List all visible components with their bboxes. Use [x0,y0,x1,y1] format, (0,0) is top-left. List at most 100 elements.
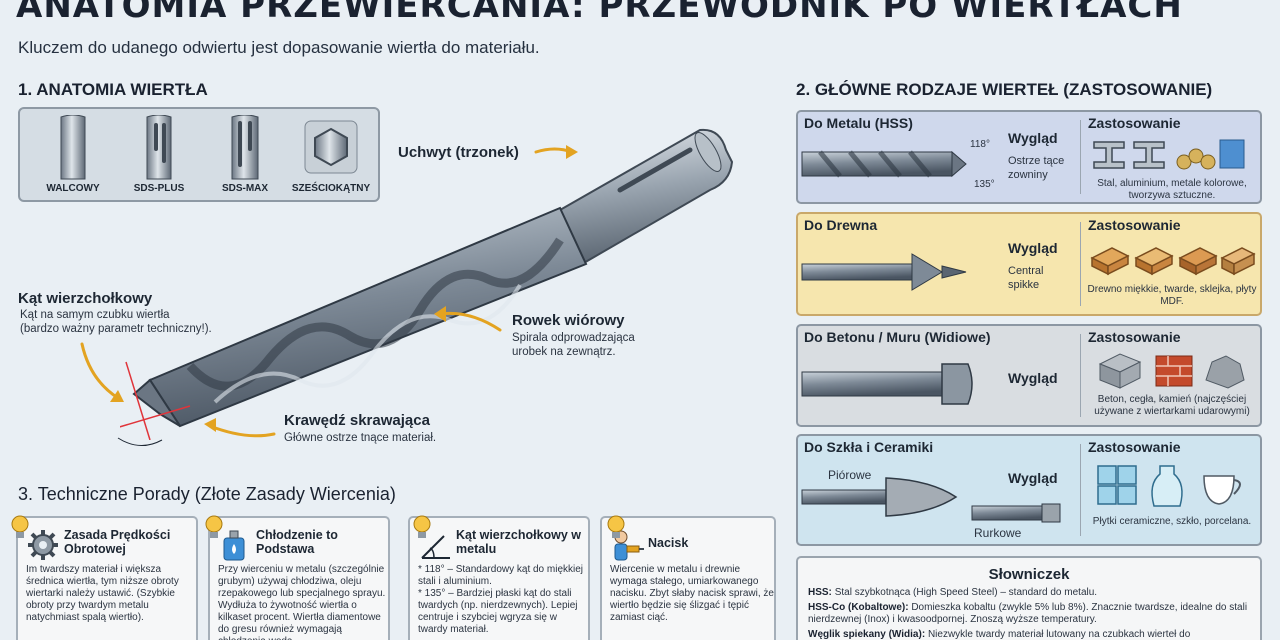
hex-shank-icon [304,120,358,174]
callout-tip-angle-title: Kąt wierzchołkowy [18,290,153,307]
section-anatomy-title: 1. ANATOMIA WIERTŁA [18,80,208,99]
panel-concrete-use-desc: Beton, cegła, kamień (najczęściej używan… [1094,394,1250,417]
cylindrical-shank-icon [60,115,86,180]
shank-types-box: WALCOWY SDS-PLUS SDS-MAX SZEŚCIOKĄTNY [18,107,380,202]
panel-divider [1080,120,1081,194]
panel-divider [1080,222,1081,306]
shank-sds-max: SDS-MAX [204,115,286,201]
section-tips-title: 3. Techniczne Porady (Złote Zasady Wierc… [18,484,396,504]
panel-concrete: Do Betonu / Muru (Widiowe) Wygląd Zastos… [796,324,1262,427]
glossary-def: Domieszka kobaltu (zwykle 5% lub 8%). Zn… [808,602,1248,625]
panel-wood-look-label: Wygląd [1008,240,1058,256]
callout-shank-title: Uchwyt (trzonek) [398,144,519,161]
wood-materials-icon [1090,247,1256,276]
wood-drill-icon [801,253,967,291]
callout-flute-line1: Spirala odprowadzająca [512,332,635,344]
panel-metal-name: Do Metalu (HSS) [804,115,913,131]
tip-card-rpm: Zasada Prędkości Obrotowej Im twardszy m… [16,516,198,640]
section-types-title: 2. GŁÓWNE RODZAJE WIERTEŁ (ZASTOSOWANIE) [796,80,1213,99]
panel-wood: Do Drewna Wygląd Central spikke Zastosow… [796,212,1262,316]
callout-tip-angle-line1: Kąt na samym czubku wiertła [20,309,170,321]
callout-cutting-edge-line1: Główne ostrze tnące materiał. [284,432,437,444]
metal-materials-icon [1093,139,1245,170]
callout-flute-line2: urobek na zewnątrz. [512,346,616,358]
glossary-entry: HSS: Stal szybkotnąca (High Speed Steel)… [808,587,1250,599]
tip-angle-text: * 118° – Standardowy kąt do miękkiej sta… [418,564,584,635]
lightbulb-icon [205,515,223,538]
tip-pressure-text: Wiercenie w metalu i drewnie wymaga stał… [610,564,774,623]
panel-concrete-use-label: Zastosowanie [1088,329,1181,345]
panel-glass-name: Do Szkła i Ceramiki [804,439,934,455]
glossary-box: Słowniczek HSS: Stal szybkotnąca (High S… [796,556,1262,640]
glass-materials-icon [1097,465,1241,507]
sds-max-shank-icon [231,115,259,180]
panel-divider [1080,334,1081,417]
panel-metal-use-desc: Stal, aluminium, metale kolorowe, tworzy… [1097,178,1247,201]
panel-metal: Do Metalu (HSS) 118° 135° Wygląd Ostrze … [796,110,1262,204]
panel-wood-use-desc: Drewno miękkie, twarde, sklejka, płyty M… [1087,284,1257,307]
panel-glass-use-label: Zastosowanie [1088,439,1181,455]
coolant-bottle-icon [223,530,245,561]
panel-concrete-name: Do Betonu / Muru (Widiowe) [804,329,991,345]
glossary-term: Węglik spiekany (Widia): [808,629,926,640]
tip-pressure-head: Nacisk [648,536,689,550]
metal-drill-icon [801,150,967,178]
panel-metal-look-desc-1: Ostrze tące [1008,155,1065,167]
panel-wood-use-label: Zastosowanie [1088,217,1181,233]
panel-wood-name: Do Drewna [804,217,878,233]
metal-angle-135: 135° [974,179,995,190]
concrete-drill-icon [801,363,973,405]
tip-angle-head: Kąt wierzchołkowy w metalu [456,528,582,556]
panel-metal-look-label: Wygląd [1008,130,1058,146]
shank-hex: SZEŚCIOKĄTNY [290,115,372,201]
panel-divider [1080,444,1081,536]
shank-label: SDS-PLUS [133,183,185,194]
glossary-def: Stal szybkotnąca (High Speed Steel) – st… [834,587,1098,598]
glossary-def: Niezwykle twardy materiał lutowany na cz… [927,629,1191,640]
gear-icon [28,530,58,560]
lightbulb-icon [607,515,625,538]
sds-plus-shank-icon [146,115,172,180]
concrete-materials-icon [1098,353,1245,389]
glossary-entry: Węglik spiekany (Widia): Niezwykle tward… [808,629,1250,640]
panel-metal-use-label: Zastosowanie [1088,115,1181,131]
drill-bit-illustration [120,128,734,440]
panel-glass-use-desc: Płytki ceramiczne, szkło, porcelana. [1092,516,1252,527]
shank-label: SDS-MAX [221,183,269,194]
tip-card-cooling: Chłodzenie to Podstawa Przy wierceniu w … [208,516,390,640]
glossary-title: Słowniczek [988,566,1070,583]
glass-tube-drill-icon [971,503,1061,523]
angle-icon [421,535,450,559]
lightbulb-icon [11,515,29,538]
tip-cooling-head: Chłodzenie to Podstawa [256,528,338,556]
shank-cylindrical: WALCOWY [32,115,114,201]
tip-card-pressure: Nacisk Wiercenie w metalu i drewnie wyma… [600,516,776,640]
callout-cutting-edge-title: Krawędź skrawająca [284,412,430,429]
lightbulb-icon [413,515,431,538]
glass-spear-drill-icon [801,477,958,517]
page-title: ANATOMIA PRZEWIERCANIA: PRZEWODNIK PO WI… [16,0,1183,26]
shank-label: WALCOWY [46,183,100,194]
panel-wood-look-desc-2: spikke [1008,279,1040,291]
panel-glass-look-label: Wygląd [1008,470,1058,486]
glass-sub-label-tube: Rurkowe [974,526,1022,540]
shank-sds-plus: SDS-PLUS [118,115,200,201]
panel-metal-look-desc-2: zowniny [1008,169,1048,181]
tip-rpm-head: Zasada Prędkości Obrotowej [64,528,171,556]
tip-rpm-text: Im twardszy materiał i większa średnica … [26,564,179,623]
panel-wood-look-desc-1: Central [1008,265,1044,277]
glossary-term: HSS-Co (Kobaltowe): [808,602,909,613]
glass-sub-label-spear: Piórowe [828,468,872,482]
glossary-term: HSS: [808,587,832,598]
page-subtitle: Kluczem do udanego odwiertu jest dopasow… [18,38,540,57]
tip-card-angle: Kąt wierzchołkowy w metalu * 118° – Stan… [408,516,590,640]
glossary-entry: HSS-Co (Kobaltowe): Domieszka kobaltu (z… [808,602,1250,626]
callout-flute-title: Rowek wiórowy [512,312,625,329]
panel-concrete-look-label: Wygląd [1008,370,1058,386]
metal-angle-118: 118° [970,139,990,150]
panel-glass: Do Szkła i Ceramiki Piórowe Rurkowe Wygl… [796,434,1262,546]
person-drilling-icon [614,530,644,561]
tip-cooling-text: Przy wierceniu w metalu (szczególnie gru… [218,564,386,640]
shank-label: SZEŚCIOKĄTNY [291,183,371,194]
